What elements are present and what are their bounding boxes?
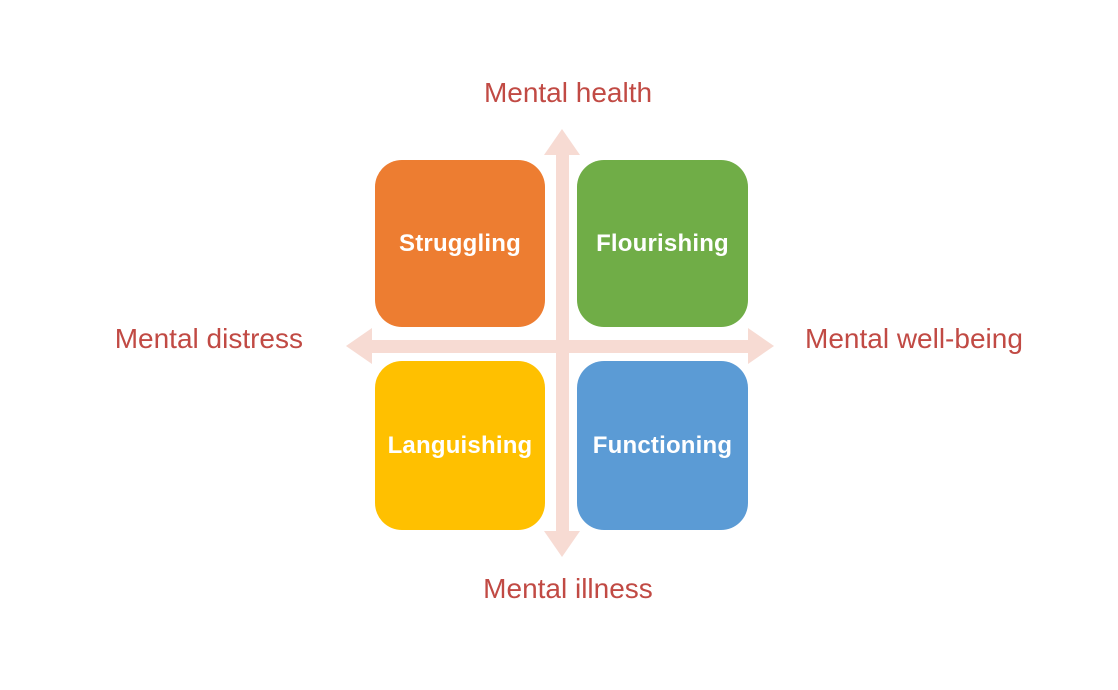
axis-label-mental-illness: Mental illness: [483, 573, 653, 604]
arrow-right-icon: [748, 328, 774, 364]
arrow-left-icon: [346, 328, 372, 364]
axis-label-mental-distress: Mental distress: [114, 323, 303, 354]
quadrant-label: Languishing: [387, 431, 533, 459]
axis-label-mental-well-being: Mental well-being: [805, 323, 1023, 354]
quadrant-label: Struggling: [399, 229, 521, 257]
axis-label-mental-health: Mental health: [483, 77, 653, 108]
quadrant-struggling: Struggling: [375, 160, 545, 327]
arrow-up-icon: [544, 129, 580, 155]
arrow-down-icon: [544, 531, 580, 557]
quadrant-label: Flourishing: [596, 229, 729, 257]
quadrant-label: Functioning: [592, 431, 733, 459]
horizontal-axis-shaft: [370, 340, 748, 353]
quadrant-languishing: Languishing: [375, 361, 545, 530]
quadrant-functioning: Functioning: [577, 361, 748, 530]
quadrant-flourishing: Flourishing: [577, 160, 748, 327]
